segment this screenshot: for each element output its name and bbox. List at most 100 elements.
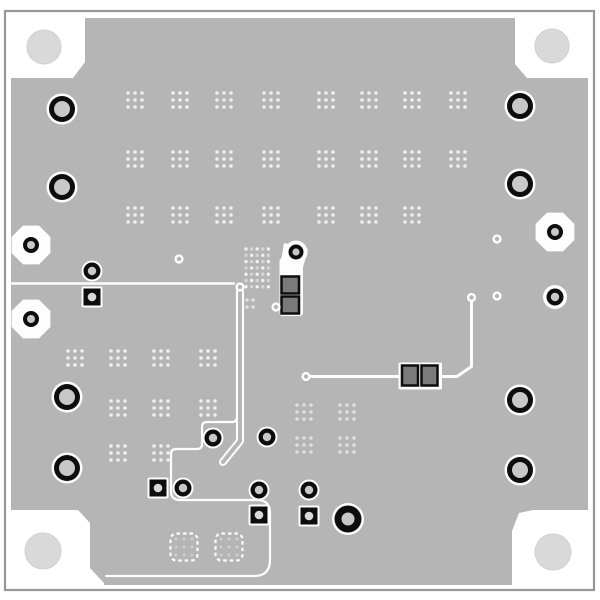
thermal-pad-outline xyxy=(214,532,244,562)
via-grid xyxy=(449,91,467,109)
via-dot xyxy=(262,150,266,154)
via-dot xyxy=(116,451,120,455)
via-dot xyxy=(140,105,144,109)
via-grid xyxy=(360,150,378,168)
via-dot xyxy=(133,91,137,95)
via-dot xyxy=(152,356,156,360)
donut-via xyxy=(235,282,245,292)
via-dot xyxy=(266,253,271,257)
via-dot xyxy=(178,105,182,109)
via-dot xyxy=(410,206,414,210)
via-dot xyxy=(199,399,203,403)
via-dot xyxy=(116,406,120,410)
drill-hole xyxy=(27,315,35,323)
via-dot xyxy=(410,91,414,95)
via-dot xyxy=(80,349,84,353)
via-dot xyxy=(166,399,170,403)
via-dot xyxy=(249,247,254,251)
via-dot xyxy=(367,220,371,224)
via-dot xyxy=(123,356,127,360)
drill-hole xyxy=(27,241,35,249)
via-dot xyxy=(449,91,453,95)
via-dot xyxy=(352,403,356,407)
via-dot xyxy=(174,537,178,541)
via-dot xyxy=(185,206,189,210)
via-dot xyxy=(463,157,467,161)
via-dot xyxy=(324,206,328,210)
via-dot xyxy=(159,399,163,403)
via-dot xyxy=(463,150,467,154)
via-dot xyxy=(109,444,113,448)
via-hole xyxy=(494,236,500,242)
via-hole xyxy=(494,293,500,299)
smd-pad xyxy=(420,364,439,387)
via-dot xyxy=(324,91,328,95)
via-dot xyxy=(133,164,137,168)
via-dot xyxy=(456,150,460,154)
via-dot xyxy=(126,206,130,210)
via-dot xyxy=(182,553,186,557)
plated-hole-small xyxy=(288,244,304,260)
via-dot xyxy=(374,164,378,168)
via-grid xyxy=(171,206,189,224)
donut-via xyxy=(466,292,477,303)
via-dot xyxy=(227,537,231,541)
via-dot xyxy=(255,253,259,257)
via-dot xyxy=(123,349,127,353)
via-dot xyxy=(262,91,266,95)
octagon-pad xyxy=(11,299,51,339)
via-dot xyxy=(116,349,120,353)
via-dot xyxy=(324,105,328,109)
via-dot xyxy=(309,403,313,407)
via-dot xyxy=(295,417,299,421)
via-dot xyxy=(374,91,378,95)
mounting-hole xyxy=(534,28,570,64)
via-dot xyxy=(403,98,407,102)
via-grid xyxy=(126,206,144,224)
via-dot xyxy=(403,220,407,224)
via-dot xyxy=(109,399,113,403)
via-dot xyxy=(229,91,233,95)
via-dot xyxy=(331,98,335,102)
via-dot xyxy=(262,220,266,224)
via-dot xyxy=(185,220,189,224)
via-dot xyxy=(133,98,137,102)
via-dot xyxy=(215,206,219,210)
via-dot xyxy=(324,157,328,161)
via-grid xyxy=(317,206,335,224)
via-dot xyxy=(360,105,364,109)
via-dot xyxy=(249,272,254,276)
via-dot xyxy=(360,164,364,168)
via-dot xyxy=(456,98,460,102)
plated-hole-small xyxy=(23,311,39,327)
plated-hole-small xyxy=(23,237,39,253)
via-dot xyxy=(126,220,130,224)
via-dot xyxy=(229,98,233,102)
donut-via xyxy=(492,234,502,244)
via-dot xyxy=(235,537,239,541)
via-dot xyxy=(309,417,313,421)
via-dot xyxy=(360,220,364,224)
via-dot xyxy=(410,220,414,224)
via-dot xyxy=(249,285,254,289)
square-pad xyxy=(298,505,320,527)
via-grid xyxy=(262,206,280,224)
via-dot xyxy=(261,285,265,289)
via-dot xyxy=(206,399,210,403)
via-dot xyxy=(403,91,407,95)
via-dot xyxy=(213,413,217,417)
via-grid xyxy=(126,91,144,109)
via-dot xyxy=(178,157,182,161)
via-dot xyxy=(417,105,421,109)
via-dot xyxy=(229,157,233,161)
via-dot xyxy=(109,413,113,417)
via-dot xyxy=(262,164,266,168)
via-dot xyxy=(171,105,175,109)
via-dot xyxy=(255,278,259,283)
via-hole xyxy=(303,374,309,379)
via-dot xyxy=(174,553,178,557)
via-dot xyxy=(261,278,265,283)
drill-hole xyxy=(341,512,355,526)
via-dot xyxy=(317,98,321,102)
